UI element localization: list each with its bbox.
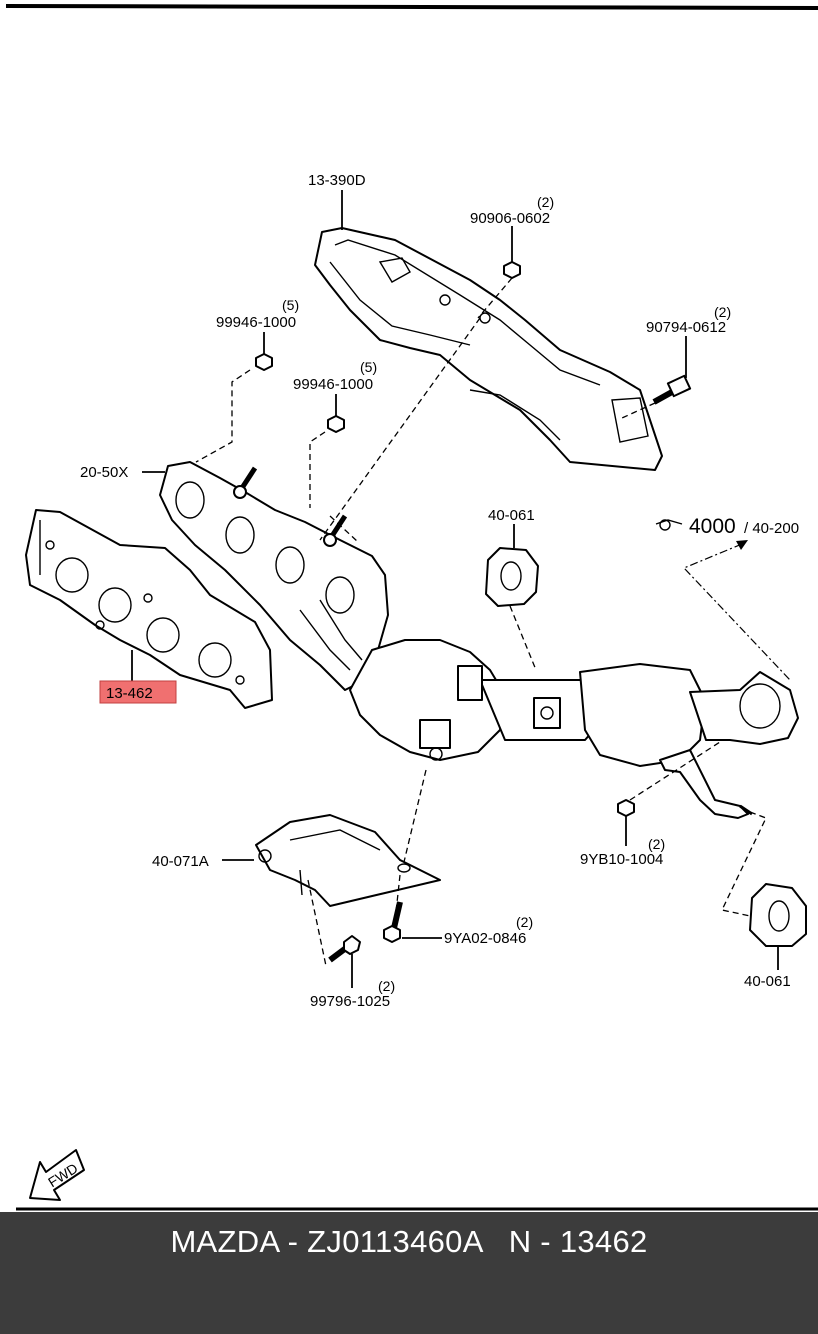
gasket-13-462 — [25, 509, 273, 709]
part-number-footer: MAZDA - ZJ0113460A N - 13462 — [0, 1212, 818, 1334]
qty-99796: (2) — [378, 978, 395, 994]
label-40-061-upper: 40-061 — [488, 507, 535, 524]
qty-99946-b: (5) — [360, 359, 377, 375]
nut-9yb10-icon — [617, 799, 635, 817]
label-13-462: 13-462 — [106, 685, 153, 702]
nut-99946-a-icon — [255, 353, 273, 371]
heat-insulator-upper — [314, 227, 663, 471]
highlight-box — [99, 680, 177, 704]
rubber-hanger-lower — [749, 883, 807, 947]
label-ref-4000: 4000 — [689, 515, 736, 538]
label-99946-1000-b: 99946-1000 — [293, 376, 373, 393]
nut-90906-icon — [503, 261, 521, 279]
label-9ya02-0846: 9YA02-0846 — [444, 930, 526, 947]
qty-90906: (2) — [537, 194, 554, 210]
label-13-390d: 13-390D — [308, 172, 366, 189]
bolt-90794-icon — [652, 374, 692, 405]
rubber-hanger-upper — [485, 547, 539, 607]
footer-part-number-text: MAZDA - ZJ0113460A N - 13462 — [170, 1224, 648, 1259]
label-90794-0612: 90794-0612 — [646, 319, 726, 336]
qty-99946-a: (5) — [282, 297, 299, 313]
label-99946-1000-a: 99946-1000 — [216, 314, 296, 331]
label-99796-1025: 99796-1025 — [310, 993, 390, 1010]
qty-9ya02: (2) — [516, 914, 533, 930]
qty-9yb10: (2) — [648, 836, 665, 852]
label-20-50x: 20-50X — [80, 464, 128, 481]
bolt-99796-icon — [328, 935, 361, 963]
nut-99946-b-icon — [327, 415, 345, 433]
catalytic-converter — [349, 639, 799, 819]
label-40-071a: 40-071A — [152, 853, 209, 870]
exploded-parts-diagram: 13-390D (2) 90906-0602 (2) 90794-0612 (5… — [5, 4, 818, 1211]
label-ref-40-200: / 40-200 — [744, 520, 799, 537]
bolt-9ya02-icon — [383, 901, 403, 943]
fwd-arrow-icon — [29, 1149, 85, 1201]
qty-90794: (2) — [714, 304, 731, 320]
label-9yb10-1004: 9YB10-1004 — [580, 851, 663, 868]
ref-arrow-icon — [655, 519, 748, 550]
label-40-061-lower: 40-061 — [744, 973, 791, 990]
label-90906-0602: 90906-0602 — [470, 210, 550, 227]
bracket-40-071a — [255, 814, 441, 907]
